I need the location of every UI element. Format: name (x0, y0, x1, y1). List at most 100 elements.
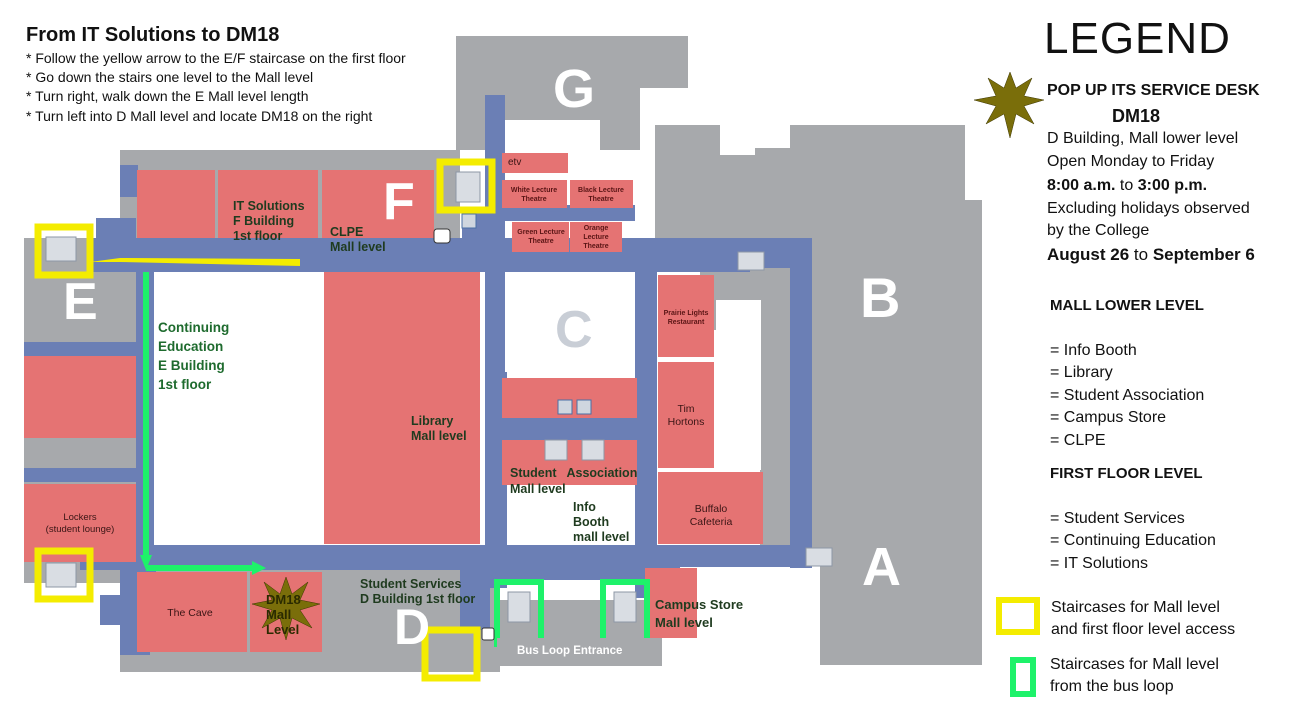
student-association-sub-label: Mall level (510, 482, 566, 496)
building-g-shape (456, 36, 688, 150)
service-desk-star-icon (973, 71, 1045, 139)
bus-loop-band (497, 638, 662, 666)
legend-yellow-swatch (996, 597, 1040, 635)
hours-end: 3:00 p.m. (1137, 177, 1208, 194)
room-the-cave (137, 572, 247, 652)
mall-lower-item: = Campus Store (1050, 409, 1167, 426)
direction-step: * Go down the stairs one level to the Ma… (26, 69, 314, 85)
room-etv (502, 153, 568, 173)
hours-to: to (1115, 177, 1138, 194)
direction-step: * Turn right, walk down the E Mall level… (26, 88, 309, 104)
mall-lower-item: = Student Association (1050, 387, 1205, 404)
mall-lower-item: = Library (1050, 364, 1113, 381)
building-d-letter: D (394, 599, 431, 655)
mall-lower-item: = CLPE (1050, 432, 1106, 449)
first-floor-item: = IT Solutions (1050, 555, 1148, 572)
service-desk-dates: August 26 to September 6 (1047, 245, 1255, 265)
room-white-lecture (502, 180, 567, 208)
service-desk-hours: 8:00 a.m. to 3:00 p.m. (1047, 177, 1207, 195)
service-desk-location: D Building, Mall lower level (1047, 130, 1239, 147)
rooms (24, 153, 763, 652)
room-student-association-low (502, 440, 637, 485)
direction-step: * Turn left into D Mall level and locate… (26, 108, 373, 124)
stair-icons (45, 171, 833, 623)
room-tim-hortons (658, 362, 714, 468)
room-prairie-lights (658, 275, 714, 357)
building-g-letter: G (553, 59, 596, 119)
yellow-frame-d (421, 626, 481, 682)
dates-start: August 26 (1047, 245, 1130, 264)
yellow-frame-e-bottom (34, 547, 94, 603)
building-f-letter: F (383, 173, 415, 231)
etv-label: etv (508, 157, 522, 168)
service-desk-holidays-2: by the College (1047, 222, 1150, 239)
room-library (324, 272, 480, 544)
first-floor-item: = Continuing Education (1050, 532, 1216, 549)
green-stairs-label-2: from the bus loop (1050, 678, 1174, 695)
room-clpe (322, 170, 434, 238)
yellow-stair-frames (34, 158, 496, 682)
restroom-icon (433, 228, 451, 244)
room-orange-lecture (570, 222, 622, 252)
room-f-left (137, 170, 215, 238)
first-floor-item: = Student Services (1050, 510, 1185, 527)
building-e-letter: E (63, 273, 98, 331)
lockers-label: Lockers(student lounge) (45, 512, 115, 535)
hours-start: 8:00 a.m. (1047, 177, 1116, 194)
first-floor-heading: FIRST FLOOR LEVEL (1050, 465, 1203, 482)
building-a-letter: A (862, 537, 901, 597)
dates-to: to (1129, 245, 1153, 264)
mall-lower-item: = Info Booth (1050, 342, 1137, 359)
room-e-upper (24, 356, 136, 438)
open-areas (154, 272, 761, 544)
green-arrow-head-down (140, 555, 152, 570)
dates-end: September 6 (1152, 245, 1255, 264)
yellow-frame-f (436, 158, 496, 214)
bus-loop-label: Bus Loop Entrance (517, 645, 623, 657)
mall-lower-heading: MALL LOWER LEVEL (1050, 297, 1204, 314)
green-arrow-head-right (252, 561, 266, 575)
legend-green-swatch (1010, 657, 1036, 697)
room-buffalo-cafeteria (658, 472, 763, 544)
yellow-arrow (90, 258, 300, 266)
student-association-label: Student Association (510, 466, 638, 480)
green-stairs-label: Staircases for Mall level (1050, 656, 1219, 673)
elevator-icons (461, 213, 592, 415)
yellow-stairs-label-2: and first floor level access (1051, 621, 1236, 638)
building-b-letter: B (860, 266, 901, 329)
service-desk-days: Open Monday to Friday (1047, 153, 1215, 170)
green-arrow-horizontal (146, 565, 256, 571)
directions-title: From IT Solutions to DM18 (26, 24, 280, 46)
service-desk-holidays: Excluding holidays observed (1047, 200, 1250, 217)
room-it-solutions (218, 170, 318, 238)
service-desk-room: DM18 (1112, 106, 1161, 126)
building-c-letter: C (555, 301, 593, 359)
the-cave-label: The Cave (167, 607, 213, 619)
service-desk-title: POP UP ITS SERVICE DESK (1047, 82, 1260, 99)
yellow-stairs-label: Staircases for Mall level (1051, 599, 1220, 616)
room-black-lecture (570, 180, 633, 208)
direction-step: * Follow the yellow arrow to the E/F sta… (26, 50, 406, 66)
yellow-frame-e-top (34, 223, 94, 279)
legend-title: LEGEND (1044, 14, 1231, 63)
room-campus-store (645, 568, 697, 638)
room-green-lecture (512, 222, 569, 252)
green-arrow-vertical (143, 272, 149, 562)
dm18-star-icon (251, 576, 321, 641)
